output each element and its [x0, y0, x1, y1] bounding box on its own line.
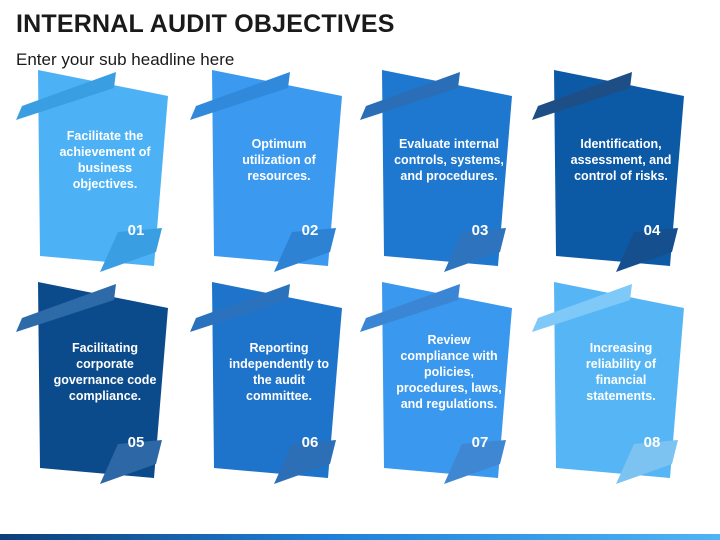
number-tab [444, 228, 506, 272]
card-body [38, 70, 168, 266]
objective-number: 01 [127, 222, 145, 239]
card-shape [360, 70, 512, 272]
objective-number: 04 [643, 222, 661, 239]
card-shape [16, 70, 168, 272]
objective-text: Review compliance with policies, procedu… [396, 333, 502, 411]
objective-card: Increasing reliability of financial stat… [532, 282, 702, 484]
card-shape [190, 282, 342, 484]
objective-card: Review compliance with policies, procedu… [360, 282, 530, 484]
objective-text: Facilitate the achievement of business o… [59, 129, 151, 191]
number-tab [444, 440, 506, 484]
objective-number: 03 [471, 222, 489, 239]
number-tab [100, 440, 162, 484]
card-shape [532, 282, 684, 484]
objective-card: Evaluate internal controls, systems, and… [360, 70, 530, 272]
objective-card: Reporting independently to the audit com… [190, 282, 360, 484]
objective-number: 08 [643, 434, 661, 451]
objective-card: Identification, assessment, and control … [532, 70, 702, 272]
card-body [382, 70, 512, 266]
objective-text: Optimum utilization of resources. [242, 137, 316, 183]
number-tab [274, 440, 336, 484]
objective-number: 02 [301, 222, 319, 239]
card-ribbon [532, 72, 632, 120]
objective-number: 05 [127, 434, 145, 451]
card-ribbon [16, 72, 116, 120]
card-ribbon [360, 284, 460, 332]
objective-card: Optimum utilization of resources. 02 [190, 70, 360, 272]
number-tab [274, 228, 336, 272]
card-body [554, 282, 684, 478]
bottom-accent-bar [0, 534, 720, 540]
card-shape [190, 70, 342, 272]
objective-card: Facilitating corporate governance code c… [16, 282, 186, 484]
card-ribbon [532, 284, 632, 332]
page-subtitle: Enter your sub headline here [16, 50, 235, 69]
number-tab [616, 440, 678, 484]
objective-text: Increasing reliability of financial stat… [585, 341, 657, 403]
card-body [212, 282, 342, 478]
page-title: INTERNAL AUDIT OBJECTIVES [16, 10, 395, 38]
number-tab [616, 228, 678, 272]
card-body [212, 70, 342, 266]
card-shape [360, 282, 512, 484]
card-shape [16, 282, 168, 484]
objective-text: Evaluate internal controls, systems, and… [394, 137, 504, 183]
objective-card: Facilitate the achievement of business o… [16, 70, 186, 272]
card-body [38, 282, 168, 478]
card-body [554, 70, 684, 266]
card-ribbon [16, 284, 116, 332]
objective-number: 07 [471, 434, 489, 451]
number-tab [100, 228, 162, 272]
objective-number: 06 [301, 434, 319, 451]
objective-text: Identification, assessment, and control … [570, 137, 672, 183]
card-ribbon [190, 72, 290, 120]
card-body [382, 282, 512, 478]
objective-text: Reporting independently to the audit com… [229, 341, 329, 403]
card-ribbon [360, 72, 460, 120]
objective-text: Facilitating corporate governance code c… [53, 341, 157, 403]
card-shape [532, 70, 684, 272]
card-ribbon [190, 284, 290, 332]
